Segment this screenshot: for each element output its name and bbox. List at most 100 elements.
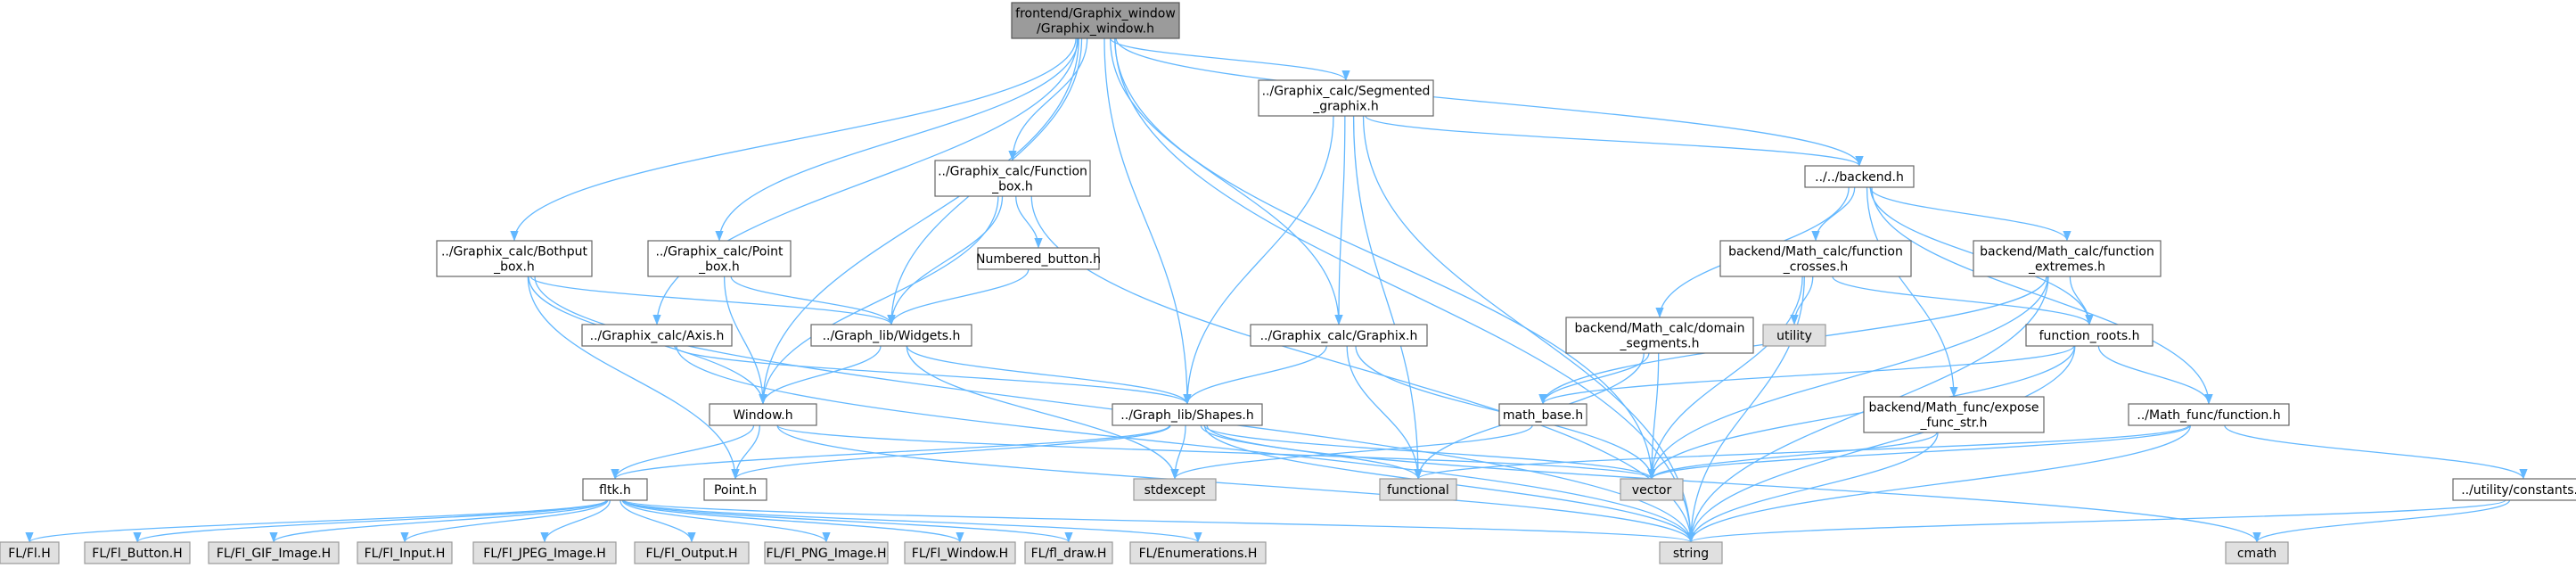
node-box bbox=[1565, 317, 1754, 354]
node-widgets[interactable]: ../Graph_lib/Widgets.h bbox=[810, 324, 972, 347]
node-segmented[interactable]: ../Graphix_calc/Segmented_graphix.h bbox=[1258, 79, 1434, 117]
node-label: _box.h bbox=[991, 180, 1033, 194]
node-constants[interactable]: ../utility/constants.h bbox=[2452, 478, 2576, 501]
edge-root-to-funcbox bbox=[1008, 37, 1088, 161]
node-root[interactable]: frontend/Graphix_window/Graphix_window.h bbox=[1011, 2, 1180, 39]
node-label: _extremes.h bbox=[2028, 260, 2105, 275]
node-label: backend/Math_calc/function bbox=[1980, 245, 2154, 259]
node-pointbox[interactable]: ../Graphix_calc/Point_box.h bbox=[647, 240, 792, 277]
node-numbered[interactable]: Numbered_button.h bbox=[976, 247, 1101, 270]
edge-pointbox-to-window bbox=[723, 276, 767, 405]
edge-fltk-to-fl_h bbox=[25, 499, 607, 543]
edge-expose-to-string bbox=[1686, 432, 1939, 543]
node-extremes[interactable]: backend/Math_calc/function_extremes.h bbox=[1973, 240, 2162, 277]
node-string: string bbox=[1659, 541, 1723, 564]
node-box bbox=[1498, 403, 1587, 426]
node-box bbox=[977, 247, 1100, 270]
node-fltk[interactable]: fltk.h bbox=[582, 478, 648, 501]
node-box bbox=[2452, 478, 2576, 501]
node-domain[interactable]: backend/Math_calc/domain_segments.h bbox=[1565, 317, 1754, 354]
node-fl-gif: FL/Fl_GIF_Image.H bbox=[208, 541, 340, 564]
node-fl-enum: FL/Enumerations.H bbox=[1129, 541, 1267, 564]
node-box bbox=[1719, 240, 1912, 277]
node-crosses[interactable]: backend/Math_calc/function_crosses.h bbox=[1719, 240, 1912, 277]
edge-root-to-pointbox bbox=[715, 37, 1079, 242]
node-vector: vector bbox=[1620, 478, 1684, 501]
edge-shapes-to-vector bbox=[1203, 424, 1656, 480]
edge-backend-to-crosses bbox=[1811, 186, 1856, 242]
edge-window-to-string bbox=[776, 424, 1695, 543]
edge-fltk-to-fl_png bbox=[621, 499, 831, 543]
edge-roots-to-string bbox=[1686, 345, 2076, 543]
edge-crosses-to-roots bbox=[1832, 276, 2094, 325]
edge-bothput-to-widgets bbox=[529, 276, 896, 325]
node-stdexcept: stdexcept bbox=[1133, 478, 1217, 501]
node-utility: utility bbox=[1762, 324, 1826, 347]
node-box bbox=[1258, 79, 1434, 117]
node-box bbox=[208, 541, 340, 564]
edge-fltk-to-fl_input bbox=[400, 499, 609, 543]
node-label: FL/Fl_JPEG_Image.H bbox=[483, 547, 606, 561]
edge-shapes-to-point bbox=[731, 424, 1171, 480]
node-fl-output: FL/Fl_Output.H bbox=[634, 541, 750, 564]
node-funcbox[interactable]: ../Graphix_calc/Function_box.h bbox=[934, 160, 1091, 197]
node-label: FL/Fl_PNG_Image.H bbox=[766, 547, 886, 561]
node-label: ../Graph_lib/Shapes.h bbox=[1120, 408, 1253, 423]
node-box bbox=[436, 240, 593, 277]
edge-segmented-to-functional bbox=[1352, 115, 1423, 480]
node-box bbox=[904, 541, 1016, 564]
node-graphix[interactable]: ../Graphix_calc/Graphix.h bbox=[1250, 324, 1428, 347]
edge-expose-to-vector bbox=[1647, 432, 1938, 480]
node-label: FL/fl_draw.H bbox=[1031, 547, 1107, 561]
edge-root-to-window bbox=[759, 37, 1079, 405]
node-label: ../../backend.h bbox=[1815, 170, 1904, 185]
edge-shapes-to-cmath bbox=[1206, 424, 2261, 543]
node-label: ../utility/constants.h bbox=[2461, 483, 2576, 498]
node-point[interactable]: Point.h bbox=[703, 478, 767, 501]
node-label: frontend/Graphix_window bbox=[1015, 7, 1176, 21]
node-roots[interactable]: function_roots.h bbox=[2025, 324, 2154, 347]
node-box bbox=[0, 541, 60, 564]
edge-fltk-to-fl_window bbox=[622, 499, 964, 543]
edge-graphix-to-shapes bbox=[1183, 345, 1327, 405]
edge-mathfunc-to-functional bbox=[1414, 424, 2190, 480]
node-box bbox=[1379, 478, 1457, 501]
edge-window-to-fltk bbox=[611, 424, 755, 480]
edge-segmented-to-shapes bbox=[1183, 115, 1334, 405]
node-label: FL/Fl_Button.H bbox=[92, 547, 182, 561]
node-box bbox=[1762, 324, 1826, 347]
node-label: stdexcept bbox=[1144, 483, 1206, 498]
node-box bbox=[472, 541, 617, 564]
node-shapes[interactable]: ../Graph_lib/Shapes.h bbox=[1112, 403, 1263, 426]
node-bothput[interactable]: ../Graphix_calc/Bothput_box.h bbox=[436, 240, 593, 277]
edge-backend-to-expose bbox=[1866, 186, 1958, 398]
node-mathbase[interactable]: math_base.h bbox=[1498, 403, 1587, 426]
edge-roots-to-mathbase bbox=[1538, 345, 2075, 405]
edge-bothput-to-point bbox=[527, 276, 740, 480]
node-axis[interactable]: ../Graphix_calc/Axis.h bbox=[581, 324, 733, 347]
node-label: _graphix.h bbox=[1312, 100, 1378, 114]
node-backend[interactable]: ../../backend.h bbox=[1804, 165, 1915, 188]
edge-funcbox-to-widgets bbox=[887, 195, 1004, 325]
node-label: FL/Enumerations.H bbox=[1139, 547, 1258, 561]
edge-fltk-to-fl_output bbox=[619, 499, 696, 543]
node-window[interactable]: Window.h bbox=[709, 403, 817, 426]
node-functional: functional bbox=[1379, 478, 1457, 501]
edge-numbered-to-widgets bbox=[887, 268, 1030, 325]
node-box bbox=[1112, 403, 1263, 426]
node-expose[interactable]: backend/Math_func/expose_func_str.h bbox=[1863, 396, 2045, 433]
edge-shapes-to-fltk bbox=[611, 424, 1170, 480]
node-label: _segments.h bbox=[1619, 337, 1699, 351]
edge-segmented-to-graphix bbox=[1334, 115, 1346, 325]
edge-mathfunc-to-string bbox=[1686, 424, 2192, 543]
node-label: _func_str.h bbox=[1920, 416, 1988, 431]
node-label: backend/Math_func/expose bbox=[1869, 401, 2039, 416]
node-label: backend/Math_calc/domain bbox=[1575, 322, 1745, 336]
node-box bbox=[581, 324, 733, 347]
edge-funcbox-to-numbered bbox=[1015, 195, 1043, 249]
edge-segmented-to-backend bbox=[1365, 115, 1864, 167]
edge-mathbase-to-stdexcept bbox=[1170, 424, 1533, 480]
edge-domain-to-vector bbox=[1647, 352, 1660, 480]
edge-root-to-backend bbox=[1115, 37, 1864, 167]
node-mathfunc[interactable]: ../Math_func/function.h bbox=[2128, 403, 2290, 426]
